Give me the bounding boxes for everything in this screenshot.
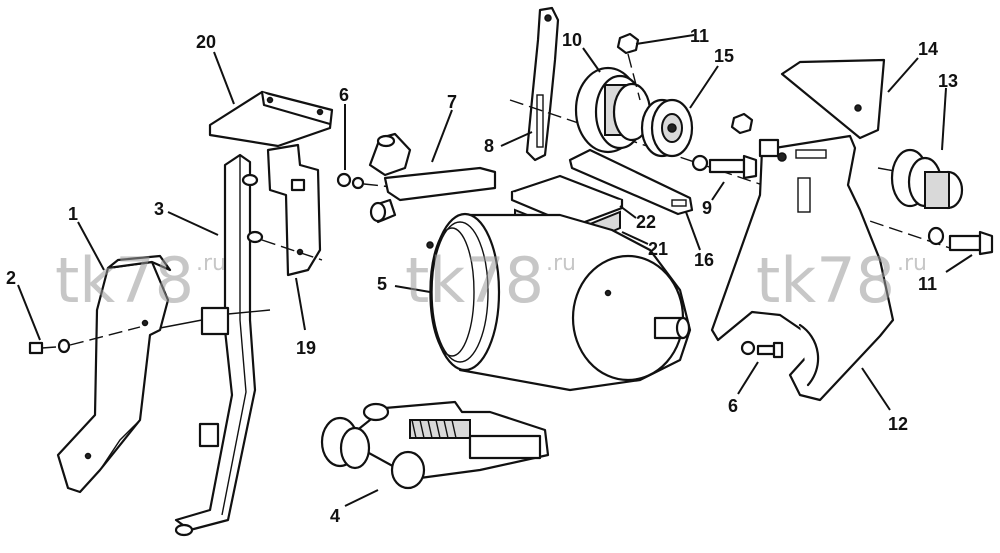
label-14: 14 [918,39,938,59]
part-8-adjust-link [525,6,560,162]
label-3: 3 [154,199,164,219]
label-2: 2 [6,268,16,288]
part-16-strap [568,148,694,216]
label-12: 12 [888,414,908,434]
part-1-pedal-bracket [56,254,172,494]
watermark-center: tk78 [405,244,544,317]
watermark-left: tk78 [55,244,194,317]
watermark-center-suffix: .ru [546,251,576,276]
label-4: 4 [330,506,340,526]
leader-lines [17,34,973,507]
label-8: 8 [484,136,494,156]
label-9: 9 [702,198,712,218]
watermark-right: tk78 [756,244,895,317]
watermark-left-suffix: .ru [196,251,226,276]
part-9-bolt [691,154,758,180]
part-number-labels: 1 2 3 20 6 7 8 10 11 15 14 13 9 22 21 16… [6,26,958,526]
label-6-upper: 6 [339,85,349,105]
label-16: 16 [694,250,714,270]
label-11-upper: 11 [690,26,709,46]
label-21: 21 [648,239,668,259]
part-15-pulley [640,98,694,158]
label-13: 13 [938,71,958,91]
part-13-pulley [877,148,964,210]
part-5-motor [426,212,692,392]
part-11-nut-upper [616,32,641,101]
part-12-main-bracket [710,134,895,402]
part-3-lever-arm [159,153,271,537]
label-7: 7 [447,92,457,112]
label-6-lower: 6 [728,396,738,416]
part-20-top-plate [208,90,334,148]
label-11-lower: 11 [918,274,937,294]
part-2-screw [28,326,141,355]
label-10: 10 [562,30,582,50]
label-19: 19 [296,338,316,358]
label-20: 20 [196,32,216,52]
label-5: 5 [377,274,387,294]
part-11-bolt-right [927,226,994,256]
part-10-pulley-housing [574,66,652,154]
watermark-group: tk78 .ru tk78 .ru tk78 .ru [55,244,927,317]
part-4-switch-assembly [320,400,550,490]
label-1: 1 [68,204,78,224]
label-15: 15 [714,46,734,66]
part-11-nut-middle [730,112,754,135]
part-19-bracket [261,143,323,277]
part-14-plate [780,58,886,140]
watermark-right-suffix: .ru [897,251,927,276]
part-6-screw-lower [740,340,784,359]
part-7-tube-bracket [368,132,497,224]
label-22: 22 [636,212,656,232]
